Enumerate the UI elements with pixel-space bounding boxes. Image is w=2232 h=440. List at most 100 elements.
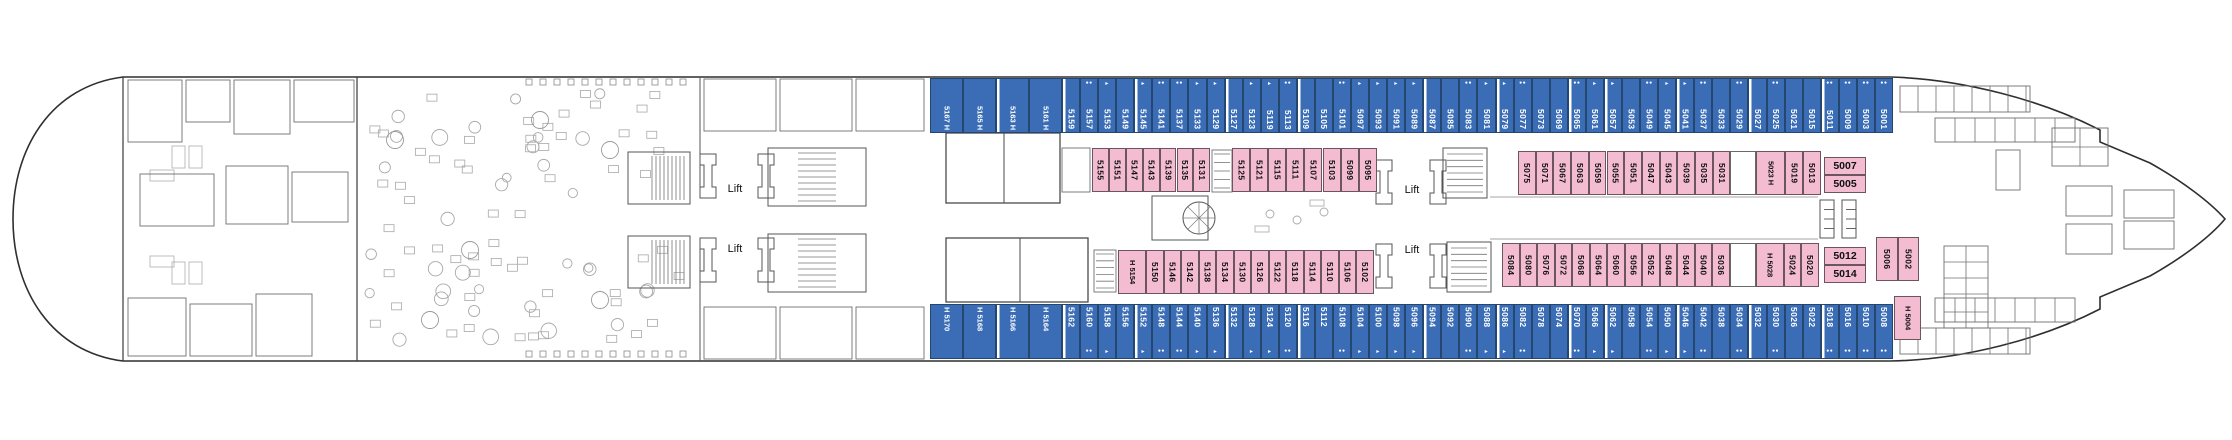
cabin-5050[interactable]: 5050▸ bbox=[1658, 304, 1677, 359]
cabin-5142[interactable]: 5142 bbox=[1181, 250, 1199, 294]
cabin-5039[interactable]: 5039 bbox=[1677, 151, 1695, 195]
cabin-5016[interactable]: 5016●● bbox=[1838, 304, 1857, 359]
cabin-5056[interactable]: 5056 bbox=[1624, 243, 1642, 287]
cabin-5163-H[interactable]: 5163 H bbox=[996, 78, 1029, 133]
cabin-5011[interactable]: ●●5011 bbox=[1820, 78, 1839, 133]
cabin-5150[interactable]: 5150 bbox=[1146, 250, 1164, 294]
cabin-5131[interactable]: 5131 bbox=[1193, 148, 1211, 192]
cabin-5096[interactable]: 5096▸ bbox=[1405, 304, 1424, 359]
cabin-5033[interactable]: 5033 bbox=[1712, 78, 1731, 133]
cabin-5086[interactable]: 5086▸ bbox=[1495, 304, 1514, 359]
cabin-5128[interactable]: 5128▸ bbox=[1242, 304, 1261, 359]
cabin-5013[interactable]: 5013 bbox=[1803, 151, 1821, 195]
cabin-5009[interactable]: ●●5009 bbox=[1838, 78, 1857, 133]
cabin-5139[interactable]: 5139 bbox=[1159, 148, 1177, 192]
cabin-5114[interactable]: 5114 bbox=[1303, 250, 1321, 294]
cabin-5167-H[interactable]: 5167 H bbox=[930, 78, 963, 133]
cabin-5002[interactable]: 5002 bbox=[1897, 237, 1919, 281]
cabin-5140[interactable]: 5140▸ bbox=[1188, 304, 1207, 359]
cabin-5127[interactable]: 5127 bbox=[1224, 78, 1243, 133]
cabin-5018[interactable]: 5018●● bbox=[1820, 304, 1839, 359]
cabin-5113[interactable]: ●●5113 bbox=[1278, 78, 1297, 133]
cabin-5030[interactable]: 5030●● bbox=[1766, 304, 1785, 359]
cabin-5103[interactable]: 5103 bbox=[1322, 148, 1341, 192]
cabin-5151[interactable]: 5151 bbox=[1108, 148, 1126, 192]
cabin-H-5028[interactable]: H 5028 bbox=[1755, 243, 1784, 287]
cabin-5008[interactable]: 5008●● bbox=[1874, 304, 1893, 359]
cabin-5031[interactable]: 5031 bbox=[1712, 151, 1731, 195]
cabin-5107[interactable]: 5107 bbox=[1304, 148, 1323, 192]
cabin-5143[interactable]: 5143 bbox=[1142, 148, 1160, 192]
cabin-5147[interactable]: 5147 bbox=[1125, 148, 1143, 192]
cabin-5155[interactable]: 5155 bbox=[1092, 148, 1109, 192]
cabin-5038[interactable]: 5038 bbox=[1712, 304, 1731, 359]
cabin-5005[interactable]: 5005 bbox=[1824, 175, 1866, 193]
cabin-5152[interactable]: 5152▸ bbox=[1134, 304, 1153, 359]
cabin-5125[interactable]: 5125 bbox=[1232, 148, 1251, 192]
cabin-5029[interactable]: ●●5029 bbox=[1730, 78, 1749, 133]
cabin-H-5168[interactable]: H 5168 bbox=[963, 304, 996, 359]
cabin-5157[interactable]: ●●5157 bbox=[1080, 78, 1099, 133]
cabin-5124[interactable]: 5124▸ bbox=[1260, 304, 1279, 359]
cabin-5159[interactable]: 5159 bbox=[1062, 78, 1081, 133]
cabin-5106[interactable]: 5106 bbox=[1338, 250, 1356, 294]
cabin-5137[interactable]: ●●5137 bbox=[1170, 78, 1189, 133]
cabin-5074[interactable]: 5074 bbox=[1549, 304, 1568, 359]
cabin-5022[interactable]: 5022 bbox=[1802, 304, 1821, 359]
cabin-5068[interactable]: 5068 bbox=[1572, 243, 1590, 287]
cabin-5132[interactable]: 5132 bbox=[1224, 304, 1243, 359]
cabin-5042[interactable]: 5042●● bbox=[1694, 304, 1713, 359]
cabin-5109[interactable]: 5109 bbox=[1296, 78, 1315, 133]
cabin-5162[interactable]: 5162 bbox=[1062, 304, 1081, 359]
cabin-5097[interactable]: ▸5097 bbox=[1351, 78, 1370, 133]
cabin-5081[interactable]: ▸5081 bbox=[1477, 78, 1496, 133]
cabin-5121[interactable]: 5121 bbox=[1250, 148, 1269, 192]
cabin-5067[interactable]: 5067 bbox=[1553, 151, 1572, 195]
cabin-5058[interactable]: 5058 bbox=[1622, 304, 1641, 359]
cabin-5076[interactable]: 5076 bbox=[1537, 243, 1555, 287]
cabin-5010[interactable]: 5010●● bbox=[1856, 304, 1875, 359]
cabin-5023-H[interactable]: 5023 H bbox=[1756, 151, 1786, 195]
cabin-5122[interactable]: 5122 bbox=[1268, 250, 1286, 294]
cabin-5138[interactable]: 5138 bbox=[1198, 250, 1216, 294]
cabin-H-5004[interactable]: H 5004 bbox=[1894, 296, 1921, 340]
cabin-5014[interactable]: 5014 bbox=[1824, 265, 1866, 283]
cabin-5047[interactable]: 5047 bbox=[1641, 151, 1660, 195]
cabin-5071[interactable]: 5071 bbox=[1535, 151, 1554, 195]
cabin-5092[interactable]: 5092 bbox=[1441, 304, 1460, 359]
cabin-5101[interactable]: ●●5101 bbox=[1332, 78, 1352, 133]
cabin-5111[interactable]: 5111 bbox=[1286, 148, 1305, 192]
cabin-5094[interactable]: 5094 bbox=[1423, 304, 1442, 359]
cabin-5087[interactable]: 5087 bbox=[1423, 78, 1442, 133]
cabin-5044[interactable]: 5044 bbox=[1677, 243, 1695, 287]
cabin-5083[interactable]: ●●5083 bbox=[1459, 78, 1478, 133]
cabin-5116[interactable]: 5116 bbox=[1296, 304, 1315, 359]
cabin-5135[interactable]: 5135 bbox=[1176, 148, 1194, 192]
cabin-5054[interactable]: 5054●● bbox=[1640, 304, 1659, 359]
cabin-5045[interactable]: ▸5045 bbox=[1658, 78, 1677, 133]
cabin-5035[interactable]: 5035 bbox=[1695, 151, 1713, 195]
cabin-5123[interactable]: ▸5123 bbox=[1242, 78, 1261, 133]
cabin-5024[interactable]: 5024 bbox=[1783, 243, 1801, 287]
cabin-5088[interactable]: 5088▸ bbox=[1477, 304, 1496, 359]
cabin-5036[interactable]: 5036 bbox=[1712, 243, 1730, 287]
cabin-5065[interactable]: ●●5065 bbox=[1567, 78, 1586, 133]
cabin-5075[interactable]: 5075 bbox=[1518, 151, 1536, 195]
cabin-5061[interactable]: ▸5061 bbox=[1585, 78, 1604, 133]
cabin-5102[interactable]: 5102 bbox=[1356, 250, 1374, 294]
cabin-5085[interactable]: 5085 bbox=[1441, 78, 1460, 133]
cabin-5165-H[interactable]: 5165 H bbox=[963, 78, 996, 133]
cabin-5003[interactable]: ●●5003 bbox=[1856, 78, 1875, 133]
cabin-5120[interactable]: 5120●● bbox=[1278, 304, 1297, 359]
cabin-5115[interactable]: 5115 bbox=[1268, 148, 1287, 192]
cabin-5070[interactable]: 5070●● bbox=[1567, 304, 1586, 359]
cabin-5052[interactable]: 5052 bbox=[1642, 243, 1660, 287]
cabin-5146[interactable]: 5146 bbox=[1163, 250, 1181, 294]
cabin-5064[interactable]: 5064 bbox=[1589, 243, 1607, 287]
cabin-5133[interactable]: ▸5133 bbox=[1188, 78, 1207, 133]
cabin-5006[interactable]: 5006 bbox=[1876, 237, 1898, 281]
cabin-5053[interactable]: 5053 bbox=[1622, 78, 1641, 133]
cabin-5104[interactable]: 5104▸ bbox=[1351, 304, 1370, 359]
cabin-5059[interactable]: 5059 bbox=[1588, 151, 1607, 195]
cabin-5141[interactable]: ●●5141 bbox=[1152, 78, 1171, 133]
